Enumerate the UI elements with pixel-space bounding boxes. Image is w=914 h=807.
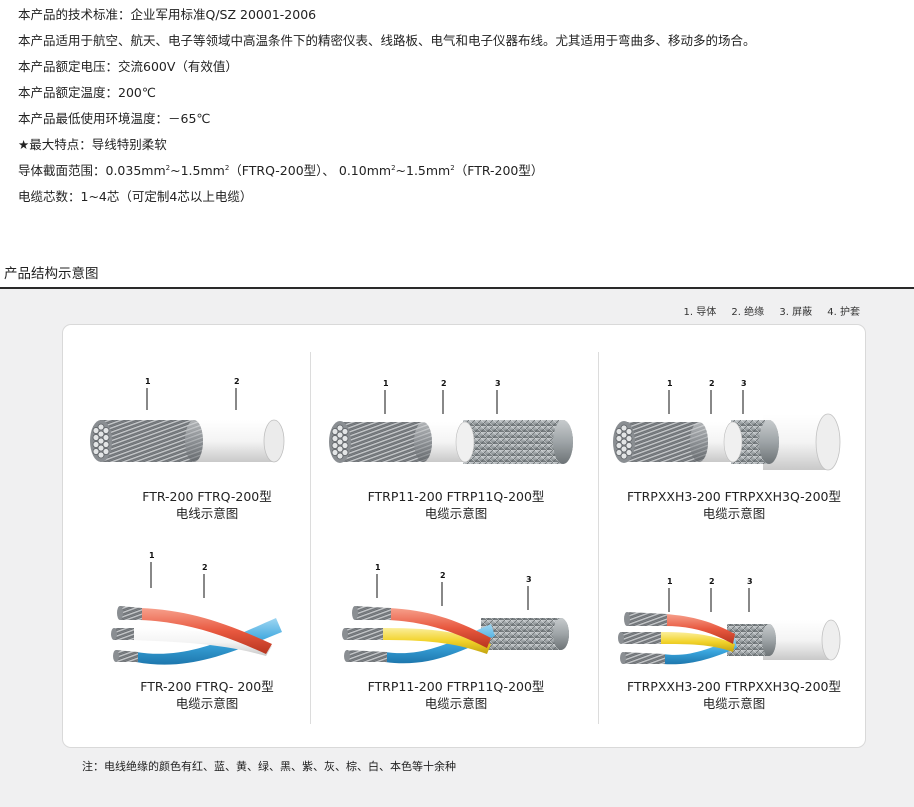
diagram-caption-model: FTRPXXH3-200 FTRPXXH3Q-200型 xyxy=(626,489,841,504)
legend-insulation: 2. 绝缘 xyxy=(731,307,765,318)
diagram-caption-model: FTR-200 FTRQ-200型 xyxy=(142,489,272,504)
callout-1: 1 xyxy=(145,377,151,386)
callout-2: 2 xyxy=(440,571,446,580)
callout-2: 2 xyxy=(202,563,208,572)
spec-application: 本产品适用于航空、航天、电子等领域中高温条件下的精密仪表、线路板、电气和电子仪器… xyxy=(18,33,756,48)
part-legend: 1. 导体 2. 绝缘 3. 屏蔽 4. 护套 xyxy=(672,303,861,318)
callout-1: 1 xyxy=(667,379,673,388)
diagram-caption-type: 电缆示意图 xyxy=(702,506,766,521)
diagram-caption-type: 电线示意图 xyxy=(175,506,239,521)
section-mid2: （FTRQ-200型）、 0.10mm xyxy=(229,163,392,178)
callout-3: 3 xyxy=(495,379,501,388)
diagram-ftrpxxh3-twisted: 1 2 3 FTRPXXH3-200 FTRPXXH3Q-200型 电缆示意图 xyxy=(603,548,865,738)
callout-2: 2 xyxy=(709,379,715,388)
color-note: 注：电线绝缘的颜色有红、蓝、黄、绿、黑、紫、灰、棕、白、本色等十余种 xyxy=(82,760,456,773)
section-mid3: ~1.5mm xyxy=(395,163,451,178)
spec-temperature: 本产品额定温度：200℃ xyxy=(18,85,156,100)
callout-3: 3 xyxy=(741,379,747,388)
twisted-cable-illustration: 1 2 3 xyxy=(618,577,841,665)
diagram-ftrp11-twisted: 1 2 3 FTRP11-200 FTRP11Q-200型 电缆示意图 xyxy=(325,548,587,738)
callout-1: 1 xyxy=(375,563,381,572)
diagram-ftrpxxh3-cable: 1 2 3 FTRPXXH3-200 FTRPXXH3Q-200型 电缆示意图 xyxy=(603,372,865,562)
spec-voltage: 本产品额定电压：交流600V（有效值） xyxy=(18,59,238,74)
column-divider xyxy=(598,352,599,724)
spec-feature: ★最大特点：导线特别柔软 xyxy=(18,137,167,152)
callout-2: 2 xyxy=(441,379,447,388)
diagram-caption-type: 电缆示意图 xyxy=(424,506,488,521)
twisted-wire-illustration: 1 2 xyxy=(111,551,282,665)
legend-conductor: 1. 导体 xyxy=(683,307,717,318)
callout-2: 2 xyxy=(234,377,240,386)
legend-shield: 3. 屏蔽 xyxy=(779,307,813,318)
spec-min-temperature: 本产品最低使用环境温度：－65℃ xyxy=(18,111,211,126)
diagram-caption-type: 电缆示意图 xyxy=(424,696,488,711)
section-mid1: ~1.5mm xyxy=(170,163,225,178)
section-prefix: 导体截面范围：0.035mm xyxy=(18,163,166,178)
spec-section-range: 导体截面范围：0.035mm2~1.5mm2（FTRQ-200型）、 0.10m… xyxy=(18,162,898,179)
diagram-caption-model: FTR-200 FTRQ- 200型 xyxy=(140,679,274,694)
callout-3: 3 xyxy=(747,577,753,586)
wire-illustration: 1 2 xyxy=(89,377,285,463)
diagram-caption-model: FTRP11-200 FTRP11Q-200型 xyxy=(367,679,545,694)
diagram-caption-model: FTRP11-200 FTRP11Q-200型 xyxy=(367,489,545,504)
callout-2: 2 xyxy=(709,577,715,586)
diagram-ftr200-wire: 1 2 FTR-200 FTRQ-200型 电线示意图 xyxy=(76,372,338,562)
column-divider xyxy=(310,352,311,724)
spec-cores: 电缆芯数：1~4芯（可定制4芯以上电缆） xyxy=(18,189,253,204)
section-title: 产品结构示意图 xyxy=(4,266,99,282)
spec-standard: 本产品的技术标准：企业军用标准Q/SZ 20001-2006 xyxy=(18,7,317,22)
legend-jacket: 4. 护套 xyxy=(827,307,860,318)
sup-4: 2 xyxy=(450,163,455,172)
callout-1: 1 xyxy=(383,379,389,388)
diagram-caption-type: 电缆示意图 xyxy=(702,696,766,711)
section-divider xyxy=(0,287,914,289)
diagram-caption-type: 电缆示意图 xyxy=(175,696,239,711)
twisted-cable-illustration: 1 2 3 xyxy=(342,563,569,664)
diagram-caption-model: FTRPXXH3-200 FTRPXXH3Q-200型 xyxy=(626,679,841,694)
cable-illustration: 1 2 3 xyxy=(612,379,841,471)
callout-1: 1 xyxy=(667,577,673,586)
diagram-ftrp11-cable: 1 2 3 FTRP11-200 FTRP11Q-200型 电缆示意图 xyxy=(325,372,587,562)
cable-illustration: 1 2 3 xyxy=(328,379,573,464)
sup-3: 2 xyxy=(391,163,396,172)
section-suffix: （FTR-200型） xyxy=(454,163,544,178)
diagram-ftr200-twisted: 1 2 FTR-200 FTRQ- 200型 电缆示意图 xyxy=(76,548,338,738)
sup-1: 2 xyxy=(165,163,171,172)
callout-3: 3 xyxy=(526,575,532,584)
spec-list: 本产品的技术标准：企业军用标准Q/SZ 20001-2006 本产品适用于航空、… xyxy=(18,6,898,214)
diagram-panel xyxy=(62,324,866,748)
callout-1: 1 xyxy=(149,551,155,560)
sup-2: 2 xyxy=(224,163,230,172)
